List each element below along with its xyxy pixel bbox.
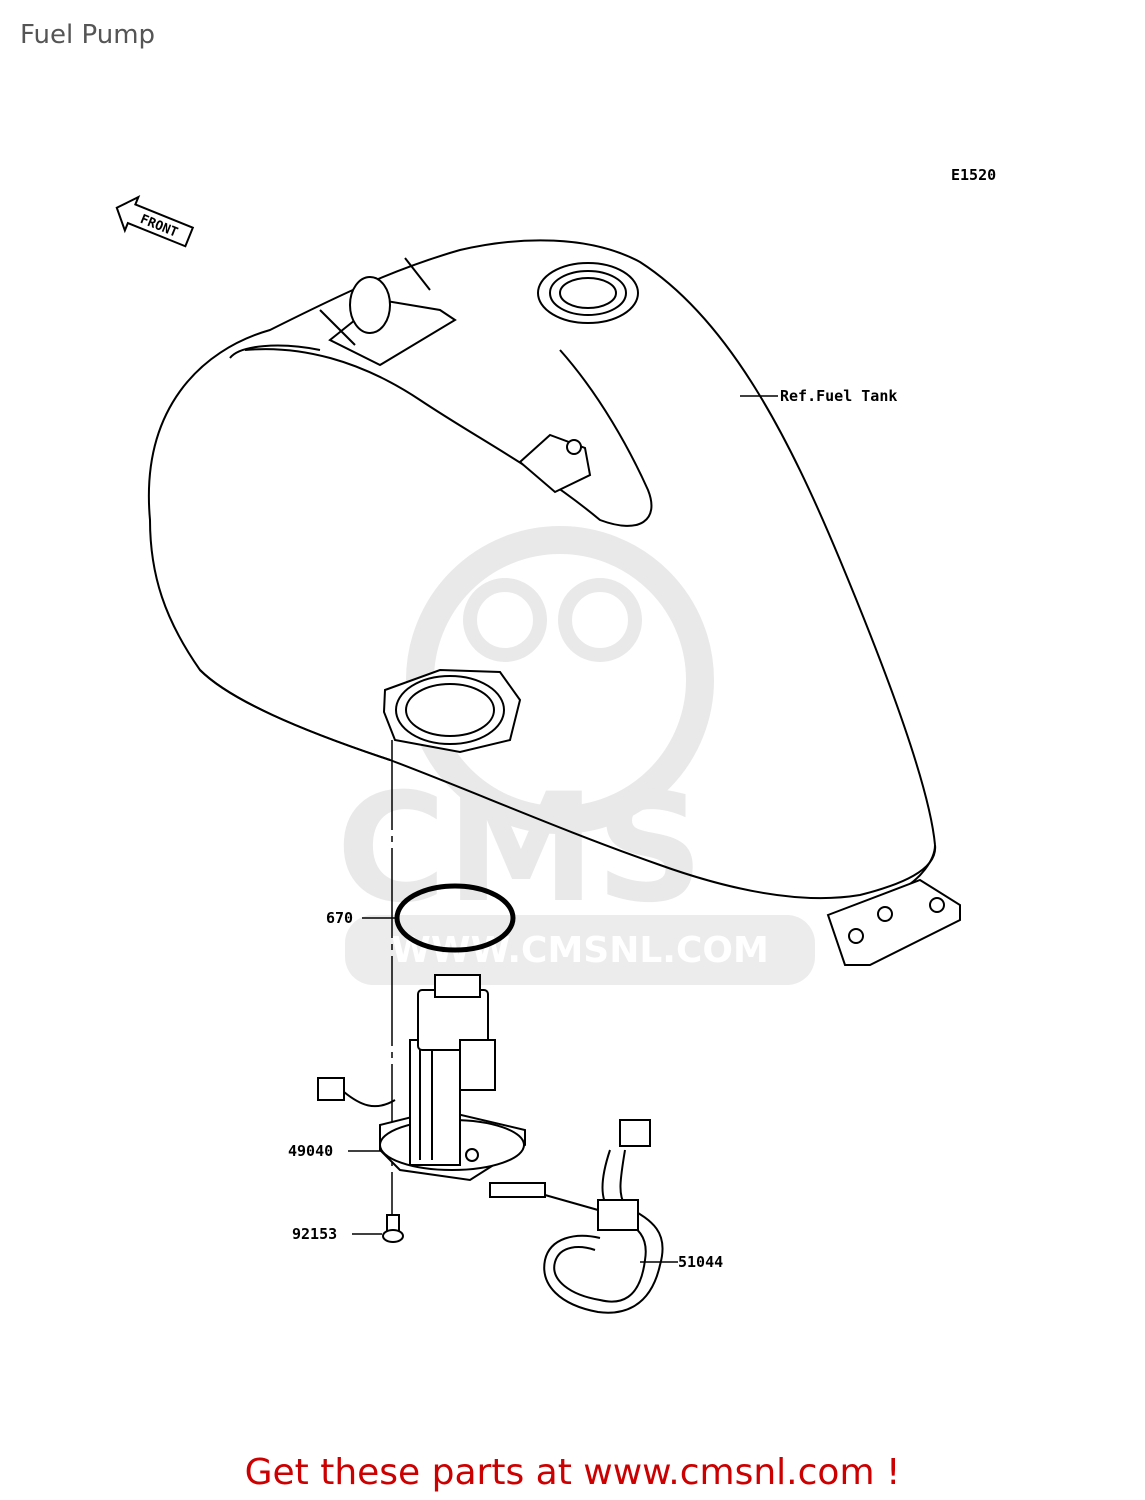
- label-ref-fuel-tank: Ref.Fuel Tank: [780, 387, 897, 405]
- watermark: CMS WWW.CMSNL.COM: [336, 526, 815, 985]
- fuel-tank: [147, 239, 961, 966]
- label-49040: 49040: [288, 1142, 333, 1160]
- front-arrow-icon: FRONT: [115, 195, 195, 248]
- fuel-pump-49040: [317, 974, 546, 1198]
- label-92153: 92153: [292, 1225, 337, 1243]
- footer-promo[interactable]: Get these parts at www.cmsnl.com !: [244, 1452, 901, 1493]
- bolt-92153: [382, 1214, 404, 1243]
- diagram-code: E1520: [951, 166, 996, 184]
- label-51044: 51044: [678, 1253, 723, 1271]
- label-670: 670: [326, 909, 353, 927]
- fuel-hose-51044: [543, 1119, 664, 1314]
- page-title: Fuel Pump: [20, 20, 156, 50]
